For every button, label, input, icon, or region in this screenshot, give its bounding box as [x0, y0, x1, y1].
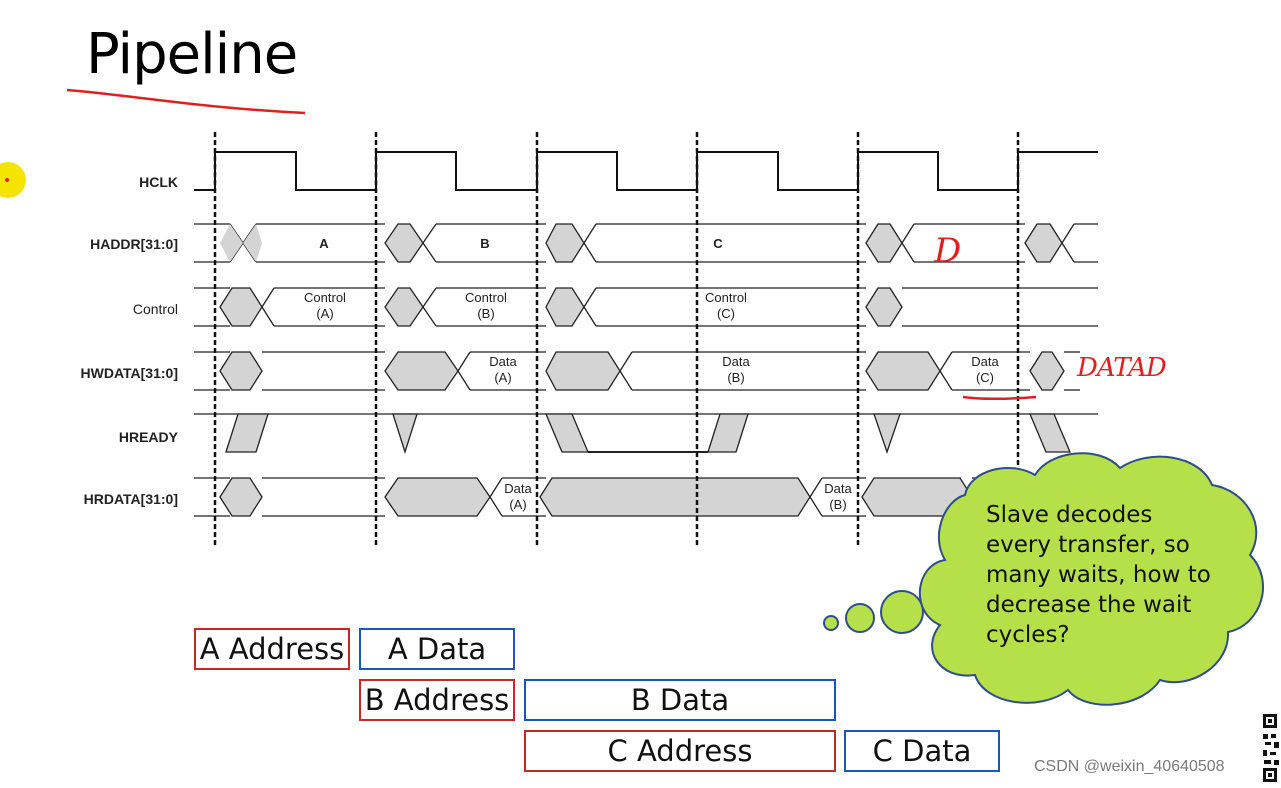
c-address-box: C Address — [524, 730, 836, 772]
haddr-label-a: A — [319, 236, 329, 251]
cursor-dot — [5, 178, 9, 182]
signal-hrdata-label: HRDATA[31:0] — [84, 491, 178, 507]
hwdata-label-c-word: Data — [971, 354, 999, 369]
page-title: Pipeline — [86, 22, 298, 87]
control-label-b: (B) — [477, 306, 494, 321]
signal-hready-label: HREADY — [119, 429, 179, 445]
hwdata-label-a-word: Data — [489, 354, 517, 369]
c-data-box: C Data — [844, 730, 1000, 772]
handwritten-underline — [962, 395, 1037, 401]
callout-text: Slave decodes every transfer, so many wa… — [986, 502, 1211, 648]
a-data-box: A Data — [359, 628, 515, 670]
b-data-box: B Data — [524, 679, 836, 721]
handwritten-d: D — [933, 231, 961, 271]
hwdata-label-a: (A) — [494, 370, 511, 385]
control-waveform — [194, 287, 1098, 327]
hrdata-waveform — [194, 477, 1000, 517]
hrdata-label-b: (B) — [829, 497, 846, 512]
haddr-waveform — [194, 223, 1098, 263]
hrdata-label-b-word: Data — [824, 481, 852, 496]
qr-code-icon — [1262, 712, 1281, 788]
hrdata-label-a: (A) — [509, 497, 526, 512]
control-label-c-word: Control — [705, 290, 747, 305]
haddr-label-c: C — [713, 236, 723, 251]
control-label-b-word: Control — [465, 290, 507, 305]
control-label-a-word: Control — [304, 290, 346, 305]
signal-control-label: Control — [133, 301, 178, 317]
a-address-box: A Address — [194, 628, 350, 670]
cursor-highlight — [0, 162, 26, 198]
watermark: CSDN @weixin_40640508 — [1034, 758, 1225, 775]
hwdata-label-b: (B) — [727, 370, 744, 385]
title-underline — [66, 88, 306, 115]
signal-hclk-label: HCLK — [139, 174, 178, 190]
hwdata-waveform — [194, 351, 1080, 391]
hready-waveform — [194, 413, 1098, 455]
hwdata-label-c: (C) — [976, 370, 994, 385]
haddr-label-b: B — [480, 236, 489, 251]
hwdata-label-b-word: Data — [722, 354, 750, 369]
hclk-waveform — [194, 151, 1098, 191]
thought-cloud — [823, 452, 1265, 706]
bus-waveforms — [194, 223, 1098, 517]
b-address-box: B Address — [359, 679, 515, 721]
signal-hwdata-label: HWDATA[31:0] — [81, 365, 178, 381]
hrdata-label-a-word: Data — [504, 481, 532, 496]
control-label-c: (C) — [717, 306, 735, 321]
handwritten-datad: DATAD — [1076, 353, 1167, 383]
control-label-a: (A) — [316, 306, 333, 321]
signal-haddr-label: HADDR[31:0] — [90, 236, 178, 252]
